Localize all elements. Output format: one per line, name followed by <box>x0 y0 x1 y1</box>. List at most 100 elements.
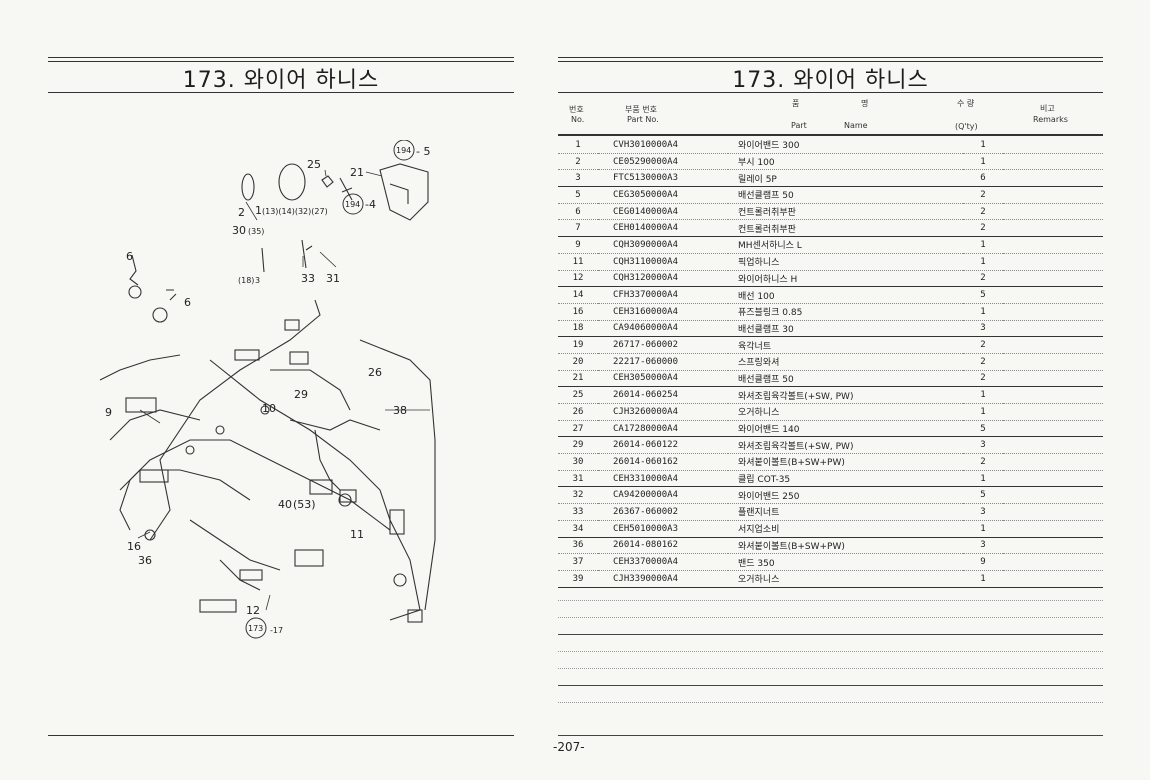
row-remarks <box>1003 286 1103 304</box>
row-quantity: 1 <box>963 520 1003 538</box>
title-underline <box>558 92 1103 93</box>
row-part-name: 플랜지너트 <box>728 503 963 521</box>
row-part-name: 클립 COT-35 <box>728 470 963 488</box>
row-part-number: CJH3260000A4 <box>598 403 728 421</box>
callout-1: 1 <box>255 204 262 217</box>
bolt-part <box>321 175 334 188</box>
harness-wire-main <box>149 299 321 541</box>
row-number: 32 <box>558 486 598 505</box>
row-part-name: 서지업소비 <box>728 520 963 538</box>
row-part-name: 와셔붙이볼트(B+SW+PW) <box>728 453 963 471</box>
row-part-number: CA94060000A4 <box>598 320 728 338</box>
callout-2: 2 <box>238 206 245 219</box>
row-part-name: 와이어하니스 H <box>728 270 963 288</box>
row-part-number: CEH3310000A4 <box>598 470 728 488</box>
row-number: 5 <box>558 186 598 204</box>
row-quantity: 5 <box>963 420 1003 438</box>
relay-part-left <box>129 254 139 286</box>
row-quantity: 1 <box>963 137 1003 154</box>
header-rule <box>558 134 1103 136</box>
row-part-name: 와셔조립육각볼트(+SW, PW) <box>728 386 963 404</box>
row-part-name: 와셔조립육각볼트(+SW, PW) <box>728 436 963 455</box>
row-part-number: CA94200000A4 <box>598 486 728 505</box>
callout-194-b: 194 <box>345 200 360 209</box>
row-quantity: 2 <box>963 336 1003 354</box>
callout-53: (53) <box>293 498 316 511</box>
row-number: 34 <box>558 520 598 538</box>
row-part-name: 스프링와셔 <box>728 353 963 371</box>
row-number: 12 <box>558 270 598 288</box>
row-quantity: 3 <box>963 537 1003 555</box>
row-part-number: CQH3090000A4 <box>598 236 728 254</box>
header-name-en-2: Name <box>844 121 868 130</box>
row-remarks <box>1003 169 1103 188</box>
blank-line <box>558 617 1103 618</box>
header-name-ko-1: 품 <box>792 99 800 108</box>
row-remarks <box>1003 186 1103 204</box>
controller-bracket-part <box>379 163 429 221</box>
row-number: 30 <box>558 453 598 471</box>
callout-25: 25 <box>307 158 321 171</box>
ref-circle-173 <box>245 617 267 639</box>
top-rule-1 <box>558 57 1103 58</box>
row-quantity: 3 <box>963 320 1003 338</box>
callout-17: -17 <box>270 626 283 635</box>
callout-30: 30 <box>232 224 246 237</box>
header-pn-en: Part No. <box>627 115 659 124</box>
callout-35: (35) <box>248 227 264 236</box>
row-part-number: CEH3160000A4 <box>598 303 728 321</box>
bottom-rule <box>558 735 1103 736</box>
row-remarks <box>1003 203 1103 221</box>
callout-10: 10 <box>262 402 276 415</box>
band-ring-part <box>241 173 255 201</box>
header-name-ko-2: 명 <box>861 99 869 108</box>
row-remarks <box>1003 137 1103 154</box>
row-part-number: CQH3120000A4 <box>598 270 728 288</box>
header-no-ko: 번호 <box>569 105 584 114</box>
row-number: 14 <box>558 286 598 304</box>
row-part-name: 릴레이 5P <box>728 169 963 188</box>
row-remarks <box>1003 453 1103 471</box>
row-part-number: CVH3010000A4 <box>598 137 728 154</box>
top-rule-2 <box>48 61 514 62</box>
row-remarks <box>1003 336 1103 354</box>
row-remarks <box>1003 553 1103 571</box>
callout-18: (18) <box>238 276 254 285</box>
row-part-number: 26014-080162 <box>598 537 728 555</box>
bolt-30-part <box>261 247 265 273</box>
row-remarks <box>1003 436 1103 455</box>
ref-circle-194-a <box>393 140 415 161</box>
row-part-number: 26014-060162 <box>598 453 728 471</box>
row-number: 19 <box>558 336 598 354</box>
header-name-en-1: Part <box>791 121 807 130</box>
blank-line <box>558 668 1103 669</box>
row-number: 6 <box>558 203 598 221</box>
right-page: 173. 와이어 하니스 번호 No. 부품 번호 Part No. 품 명 P… <box>545 0 1150 780</box>
row-number: 20 <box>558 353 598 371</box>
blank-line <box>558 600 1103 601</box>
header-pn-ko: 부품 번호 <box>625 105 657 114</box>
row-part-number: CEG0140000A4 <box>598 203 728 221</box>
row-number: 39 <box>558 570 598 588</box>
callout-5: - 5 <box>416 145 430 158</box>
harness-wire-center <box>209 359 421 621</box>
row-number: 27 <box>558 420 598 438</box>
row-quantity: 1 <box>963 470 1003 488</box>
row-quantity: 1 <box>963 570 1003 588</box>
header-remarks-ko: 비고 <box>1040 104 1055 113</box>
row-part-number: 26367-060002 <box>598 503 728 521</box>
row-number: 16 <box>558 303 598 321</box>
row-part-number: CEH0140000A4 <box>598 219 728 238</box>
row-quantity: 2 <box>963 203 1003 221</box>
header-qty-ko: 수 량 <box>957 99 975 108</box>
